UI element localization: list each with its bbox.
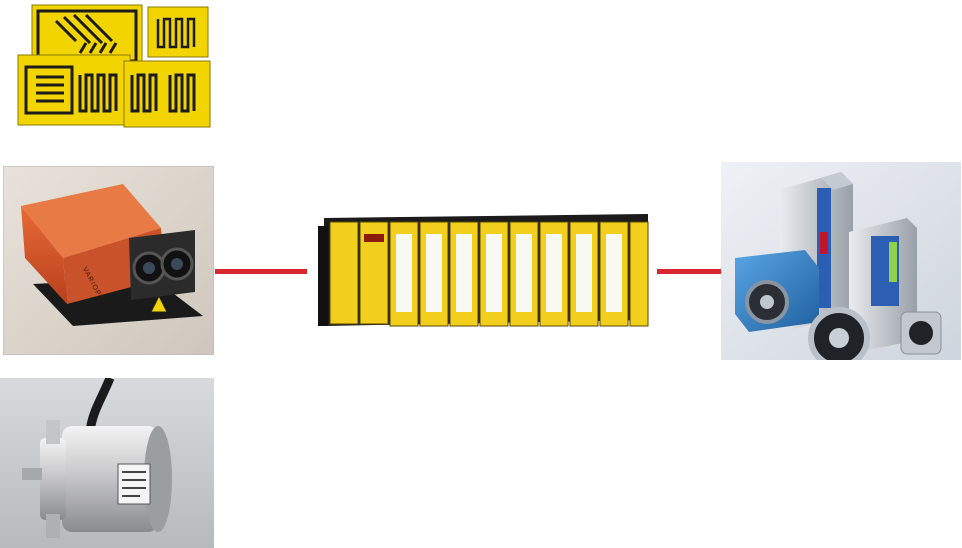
rotary-encoder-icon	[0, 378, 214, 548]
strain-gauges-image	[16, 3, 212, 129]
servo-motor-icon	[721, 162, 961, 360]
rotary-encoder-image	[0, 378, 214, 548]
servo-drives-image	[721, 162, 961, 360]
connector-line-left	[215, 269, 307, 274]
laser-sensor-icon	[3, 166, 214, 355]
strain-gauge-icon	[16, 3, 212, 129]
connector-line-right	[657, 269, 721, 274]
controller-rack-icon	[318, 214, 649, 327]
control-rack-image	[318, 208, 652, 330]
laser-sensor-image: VARIOPT	[3, 166, 214, 355]
